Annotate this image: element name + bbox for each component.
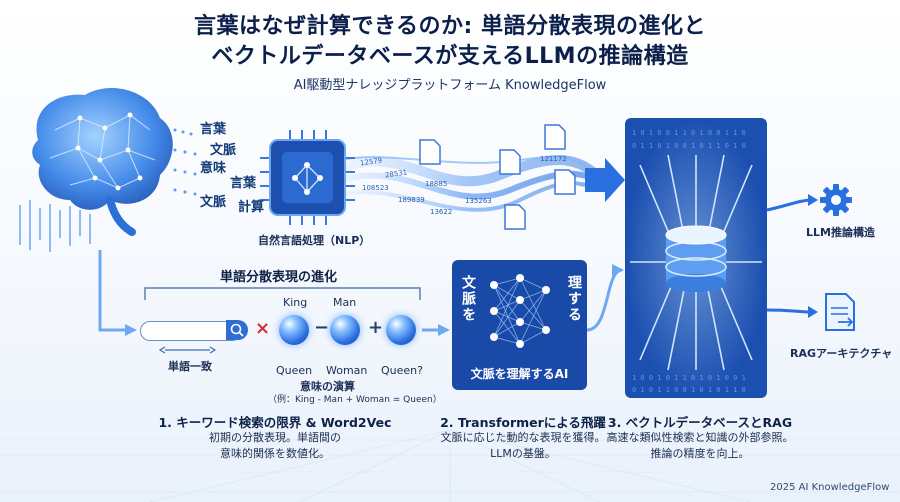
search-icon xyxy=(226,320,248,340)
brain-icon xyxy=(19,88,173,252)
subtitle: AI駆動型ナレッジプラットフォーム KnowledgeFlow xyxy=(293,78,607,93)
stream-number: 189839 xyxy=(398,196,425,204)
nlp-label: 自然言語処理（NLP） xyxy=(258,234,371,247)
neural-network-icon xyxy=(490,274,550,348)
brain-word-5: 文脈 xyxy=(200,195,227,210)
vector-orb-king-queen xyxy=(279,315,309,345)
arrow-to-database xyxy=(585,158,625,202)
brain-word-2: 文脈 xyxy=(210,143,237,158)
cross-operator: × xyxy=(255,318,271,339)
word-match-label: 単語一致 xyxy=(168,360,212,373)
label-king: King xyxy=(283,296,308,309)
vector-orb-queen-result xyxy=(386,315,416,345)
section3-caption-line2: 推論の精度を向上。 xyxy=(650,447,750,460)
vector-orb-man-woman xyxy=(330,315,360,345)
stream-number: 135263 xyxy=(465,197,492,205)
gear-icon xyxy=(820,184,852,216)
section3-caption-title: 3. ベクトルデータベースとRAG xyxy=(607,415,793,430)
rag-architecture-label: RAGアーキテクチャ xyxy=(790,347,893,360)
section3-caption-line1: 高速な類似性検索と知識の外部参照。 xyxy=(606,431,794,444)
plus-operator: + xyxy=(368,317,384,338)
transformer-panel-label: 文脈を理解するAI xyxy=(470,367,569,381)
svg-text:0 1 0 1 1 0 0 1 0 1 0 1 1 0: 0 1 0 1 1 0 0 1 0 1 0 1 1 0 xyxy=(632,386,746,394)
document-icon xyxy=(419,124,576,230)
svg-text:0 1 1 0 1 0 0 1 0 1 1 0 1 0: 0 1 1 0 1 0 0 1 0 1 1 0 1 0 xyxy=(632,142,746,150)
stream-number: 108523 xyxy=(362,184,389,192)
brain-word-4: 言葉 xyxy=(230,176,257,191)
brain-word-3: 意味 xyxy=(200,161,227,176)
brain-word-6: 計算 xyxy=(238,200,265,215)
section1-heading: 単語分散表現の進化 xyxy=(220,270,338,285)
label-woman: Woman xyxy=(326,364,368,377)
rag-document-icon xyxy=(825,293,855,331)
ops-example: （例：King - Man + Woman = Queen） xyxy=(268,395,442,405)
chip-icon xyxy=(260,130,355,225)
section1-caption-line1: 初期の分散表現。単語間の xyxy=(209,431,341,444)
svg-text:1 0 0 1 0 1 1 0 1 0 1 0 0 1: 1 0 0 1 0 1 1 0 1 0 1 0 0 1 xyxy=(632,374,746,382)
transformer-left-text: 文脈を xyxy=(460,275,476,323)
stream-number: 18885 xyxy=(425,180,448,188)
minus-operator: − xyxy=(314,317,330,338)
llm-inference-label: LLM推論構造 xyxy=(806,226,875,239)
title-line-1: 言葉はなぜ計算できるのか: 単語分散表現の進化と xyxy=(193,14,707,39)
brain-word-1: 言葉 xyxy=(200,122,227,137)
footer-copyright: 2025 AI KnowledgeFlow xyxy=(770,482,890,493)
transformer-right-text: 理する xyxy=(566,275,582,323)
label-queen-question: Queen? xyxy=(381,364,423,377)
stream-number: 121172 xyxy=(540,155,567,163)
database-icon xyxy=(665,225,727,292)
ops-title: 意味の演算 xyxy=(300,380,355,393)
section2-caption-line1: 文脈に応じた動的な表現を獲得。 xyxy=(440,431,606,444)
section2-caption-line2: LLMの基盤。 xyxy=(490,447,556,460)
section1-caption-line2: 意味的関係を数値化。 xyxy=(220,447,330,460)
label-queen: Queen xyxy=(276,364,313,377)
label-man: Man xyxy=(333,296,357,309)
section2-caption-title: 2. Transformerによる飛躍 xyxy=(440,415,606,430)
section1-caption-title: 1. キーワード検索の限界 & Word2Vec xyxy=(158,415,392,430)
title-line-2: ベクトルデータベースが支えるLLMの推論構造 xyxy=(211,44,689,69)
svg-text:1 0 1 0 0 1 1 0 1 0 0 1 1 0: 1 0 1 0 0 1 1 0 1 0 0 1 1 0 xyxy=(632,129,746,137)
stream-number: 13622 xyxy=(430,208,453,216)
